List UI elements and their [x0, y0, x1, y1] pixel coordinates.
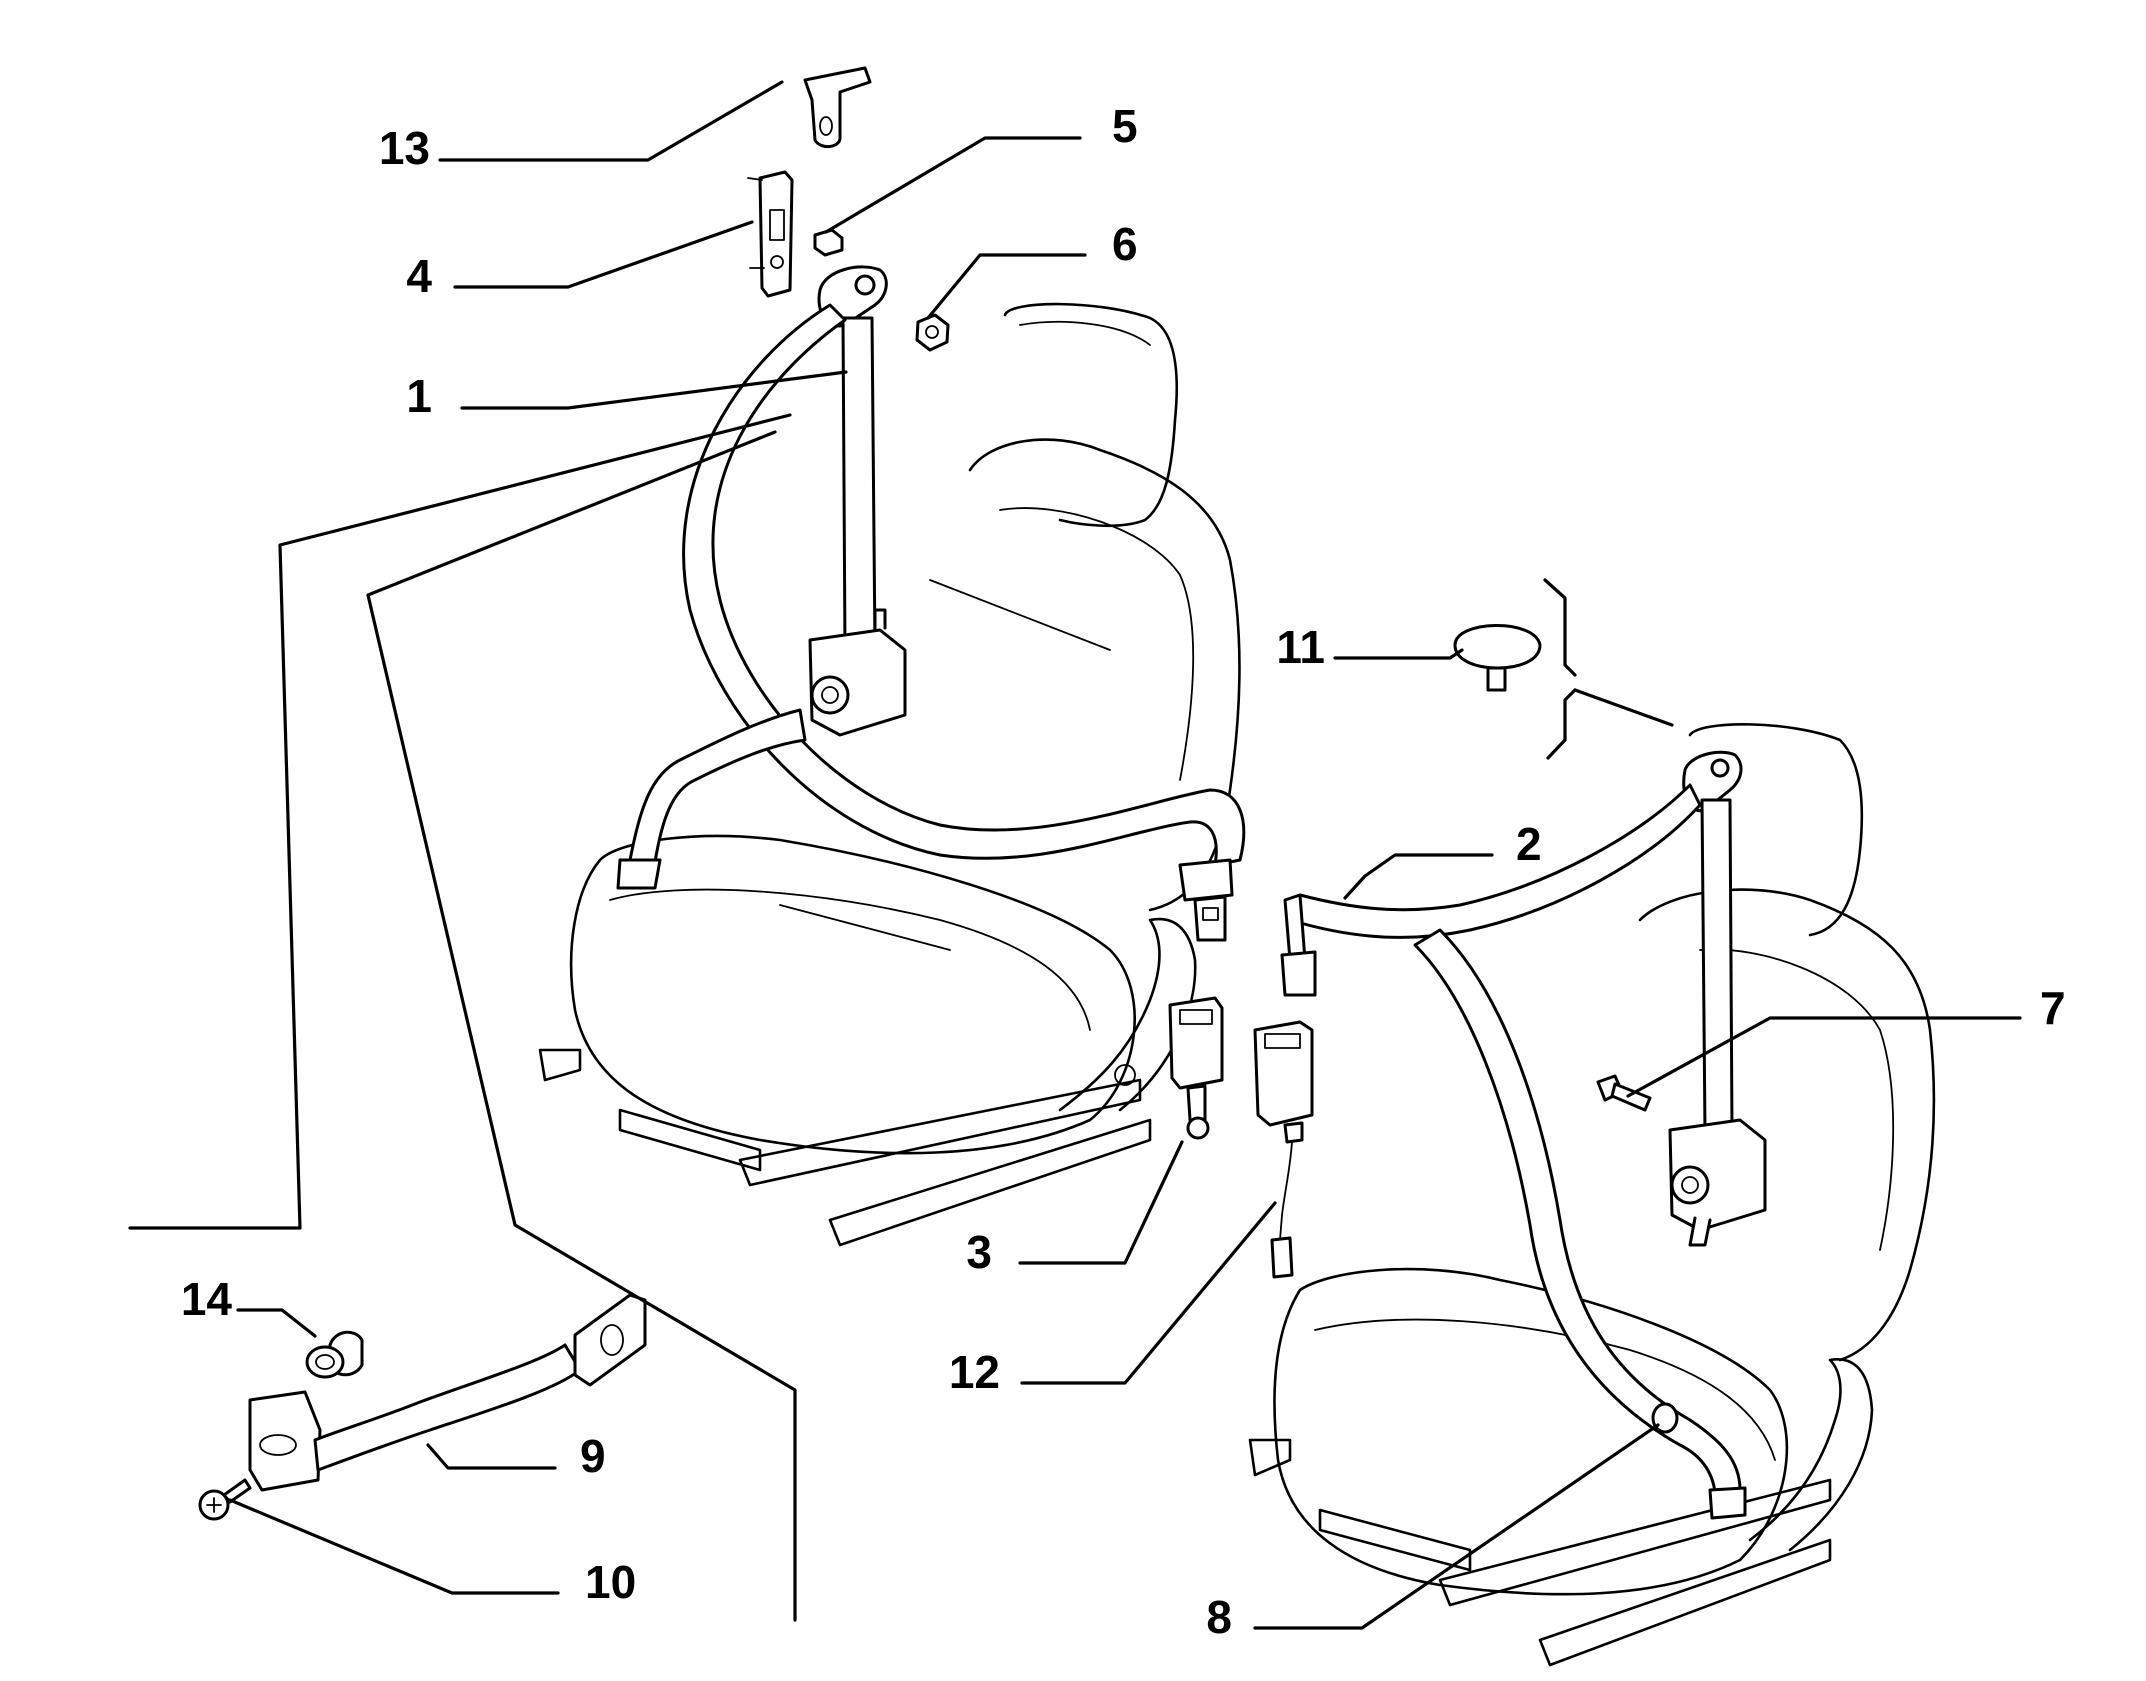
part-12-buckle-with-sensor [1253, 1020, 1314, 1279]
part-11-push-pin [1453, 624, 1542, 692]
part-10-screw [198, 1478, 252, 1521]
callout-11: 11 [1276, 621, 1325, 673]
callout-9: 9 [580, 1430, 606, 1482]
part-13-bracket [803, 66, 872, 148]
front-seat-belt-assembly [616, 265, 1246, 942]
callout-10: 10 [585, 1556, 636, 1608]
part-14-plug [305, 1330, 364, 1379]
callout-2: 2 [1516, 818, 1542, 870]
part-3-buckle [1168, 996, 1224, 1140]
callout-5: 5 [1112, 100, 1138, 152]
rear-seat-belt-assembly [1280, 750, 1767, 1520]
callout-13: 13 [379, 122, 430, 174]
callout-12: 12 [949, 1346, 1000, 1398]
callout-labels: 13 5 4 6 1 11 2 7 3 12 14 9 10 8 [181, 100, 2066, 1643]
callout-14: 14 [181, 1273, 233, 1325]
callout-8: 8 [1206, 1591, 1232, 1643]
callout-3: 3 [966, 1226, 992, 1278]
part-4-height-adjuster [747, 170, 794, 298]
part-6-nut [915, 313, 950, 352]
right-seat [1248, 723, 1936, 1667]
part-7-bolt [1596, 1074, 1652, 1112]
part-9-anchor-bar [248, 1293, 647, 1492]
callout-1: 1 [406, 370, 432, 422]
left-seat [538, 302, 1241, 1247]
callout-leaders [228, 80, 2022, 1630]
callout-6: 6 [1112, 218, 1138, 270]
reference-lines [128, 413, 1674, 1622]
callout-7: 7 [2040, 982, 2066, 1034]
callout-4: 4 [406, 250, 432, 302]
part-5-clip [813, 228, 844, 257]
